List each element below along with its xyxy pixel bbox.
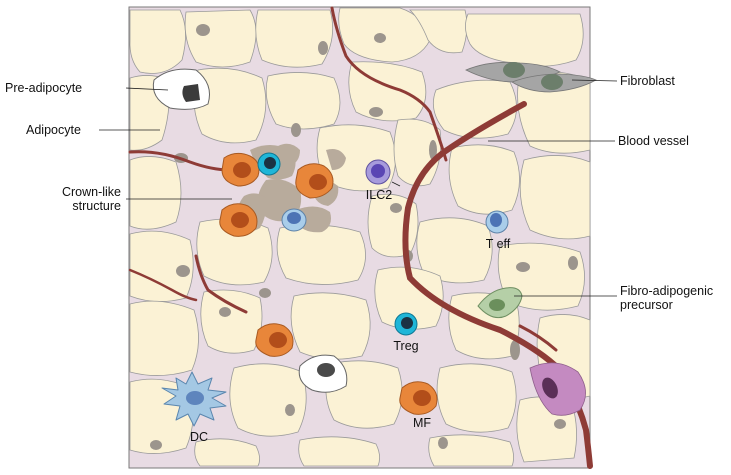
treg-cell (394, 312, 418, 336)
macrophage-cell (221, 152, 260, 187)
nucleus (196, 24, 210, 36)
nucleus (259, 288, 271, 298)
label-ilc2: ILC2 (365, 188, 393, 202)
dendritic-cell (161, 371, 227, 427)
macrophage-cell (219, 203, 258, 237)
callout-lines (99, 79, 618, 297)
adipocyte (200, 289, 263, 354)
label-dc: DC (189, 430, 209, 444)
nucleus (291, 123, 301, 137)
adipocyte (519, 155, 591, 240)
label-fap-line2: precursor (620, 298, 673, 312)
nucleus (438, 437, 448, 449)
nucleus (510, 340, 520, 360)
adipocyte (436, 363, 517, 433)
adipocyte (290, 292, 371, 360)
adipocyte (374, 266, 444, 330)
label-t-eff: T eff (485, 237, 511, 251)
adipocyte (255, 9, 334, 68)
adipocyte (229, 363, 307, 437)
label-pre-adipocyte: Pre-adipocyte (5, 81, 83, 95)
blood-vessel (128, 268, 198, 302)
blood-vessel (194, 254, 248, 314)
adipocyte (265, 72, 341, 130)
blood-vessels (128, 6, 593, 469)
adipocyte (448, 144, 520, 215)
adipocyte-nuclei (150, 24, 578, 450)
blood-vessel (330, 6, 448, 162)
nucleus (176, 265, 190, 277)
macrophage-cell (295, 163, 334, 199)
adipocyte (184, 9, 257, 68)
nucleus (219, 307, 231, 317)
blood-vessel (128, 150, 232, 172)
adipocyte (428, 434, 514, 467)
adipocyte (194, 438, 260, 467)
treg-cell-top (257, 152, 281, 176)
label-adipocyte: Adipocyte (26, 123, 81, 137)
nucleus (429, 140, 437, 160)
pre-adipocyte (152, 68, 210, 110)
nucleus (390, 203, 402, 213)
nucleus (554, 419, 566, 429)
label-treg: Treg (393, 339, 419, 353)
white-cell (298, 354, 348, 393)
adipocyte (129, 156, 182, 230)
nucleus (374, 33, 386, 43)
fibroblast-group (465, 61, 597, 93)
adipocyte (129, 9, 186, 74)
adipocyte (276, 224, 366, 285)
blood-vessel (402, 101, 593, 469)
adipocyte (298, 436, 380, 467)
label-crown-like-line1: Crown-like (61, 185, 121, 199)
macrophage-cell-mf (399, 381, 438, 415)
adipocyte (416, 217, 493, 284)
nucleus (285, 404, 295, 416)
nucleus (568, 256, 578, 270)
purple-cell (529, 362, 586, 416)
label-blood-vessel: Blood vessel (618, 134, 689, 148)
nucleus (150, 440, 162, 450)
macrophages (219, 152, 438, 415)
blood-vessel (518, 324, 558, 352)
label-crown-like-line2: structure (72, 199, 121, 213)
adipocyte (193, 67, 267, 144)
label-fap-line1: Fibro-adipogenic (620, 284, 714, 298)
adipocyte (129, 300, 199, 376)
nucleus (369, 107, 383, 117)
label-mf: MF (412, 416, 432, 430)
callout-ilc2 (391, 181, 401, 187)
adipocyte (432, 79, 517, 139)
nucleus (318, 41, 328, 55)
macrophage-cell (255, 323, 294, 357)
teff-cell-crown (281, 208, 307, 232)
nucleus (516, 262, 530, 272)
callout-fibroblast (571, 79, 618, 82)
callout-pre-adipocyte (125, 87, 169, 91)
teff-cell (485, 210, 509, 234)
ilc2-cell (365, 159, 391, 185)
label-fibroblast: Fibroblast (620, 74, 675, 88)
